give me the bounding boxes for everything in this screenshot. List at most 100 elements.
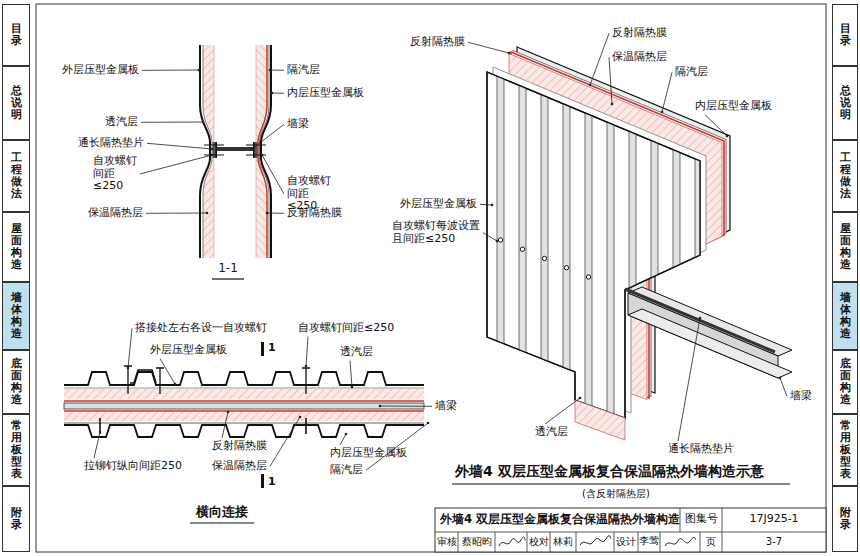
horizontal-section-part (64, 423, 424, 424)
isometric-view-part (452, 483, 790, 484)
part-label: 1 (268, 476, 276, 489)
side-tab: 底面构造 (832, 350, 858, 414)
horizontal-section-part (64, 388, 424, 389)
tab-text: 底面构造 (840, 358, 851, 406)
screw-head (498, 238, 502, 242)
part-label: 透汽层 (340, 346, 373, 359)
leader-dot (699, 317, 702, 320)
part-label: 1 (268, 342, 276, 355)
leader-line (147, 143, 212, 149)
leader-dot (271, 92, 274, 95)
horizontal-section-part (64, 412, 424, 421)
leader-line (590, 33, 609, 85)
side-tab: 常用板型表 (832, 414, 858, 486)
part-label: 反射隔热膜 (287, 207, 342, 220)
section-1-1-part (214, 45, 215, 258)
title-block-part (435, 508, 826, 552)
part-label: 李莺 (639, 536, 659, 547)
horizontal-section-part (64, 425, 424, 437)
leader-dot (589, 84, 592, 87)
part-label: 搭接处左右各设一自攻螺钉 (135, 322, 267, 335)
side-tab: 总说明 (2, 66, 30, 140)
section-1-1-part (212, 278, 244, 279)
side-tab: 工程做法 (2, 140, 30, 212)
tab-text: 附录 (840, 507, 851, 531)
section-1-1-part (256, 45, 271, 258)
leader-dot (211, 154, 214, 157)
leader-line (94, 432, 100, 458)
leader-dot (496, 240, 499, 243)
horizontal-section-part (100, 418, 306, 434)
tab-text: 总说明 (840, 85, 851, 121)
leader-line (468, 42, 509, 53)
leader-dot (427, 422, 430, 425)
horizontal-section-part (261, 342, 264, 356)
leader-line (609, 57, 612, 104)
section-1-1-part (204, 145, 266, 155)
horizontal-section-part (64, 400, 424, 402)
leader-dot (345, 433, 348, 436)
tab-text: 墙体构造 (11, 292, 22, 340)
leader-line (128, 328, 132, 368)
leader-line (272, 93, 284, 94)
isometric-view-part (452, 0, 792, 556)
isometric-view-part (498, 238, 590, 279)
part-label: 透汽层 (535, 426, 568, 439)
part-label: 外层压型金属板 (62, 64, 139, 77)
leader-dot (202, 121, 205, 124)
part-label: 内层压型金属板 (330, 447, 407, 460)
part-label: 隔汽层 (675, 66, 708, 79)
tab-text: 屋面构造 (840, 223, 851, 271)
part-label: 外层压型金属板 (150, 344, 227, 357)
leader-line (262, 155, 284, 194)
horizontal-section-part (190, 522, 254, 523)
horizontal-section-part (64, 403, 424, 409)
part-label: 隔汽层 (330, 464, 363, 477)
screw-head (564, 266, 568, 270)
leader-line (380, 406, 432, 407)
leader-dot (661, 111, 664, 114)
tab-text: 墙体构造 (840, 292, 851, 340)
side-tab: 附录 (832, 486, 858, 552)
side-tab: 目录 (832, 4, 858, 66)
part-label: 内层压型金属板 (695, 100, 772, 113)
leader-dot (261, 154, 264, 157)
part-label: 蔡昭昀 (462, 536, 492, 548)
tab-text: 附录 (11, 507, 22, 531)
leader-line (160, 359, 175, 384)
tab-text: 工程做法 (840, 152, 851, 200)
side-tab: 附录 (2, 486, 30, 552)
section-1-1-part (200, 45, 210, 258)
part-label: 反射隔热膜 (612, 27, 667, 40)
leader-dot (491, 204, 494, 207)
part-label: 自攻螺钉间距≤250 (298, 322, 394, 335)
title-block-title: 外墙4 双层压型金属板复合保温隔热外墙构造 (440, 513, 680, 526)
leader-line (267, 213, 284, 214)
leader-line (780, 378, 787, 396)
part-label: (含反射隔热层) (582, 488, 650, 500)
leader-dot (211, 148, 214, 151)
leader-dot (99, 431, 102, 434)
leader-dot (299, 416, 302, 419)
leader-dot (198, 69, 201, 72)
leader-dot (266, 212, 269, 215)
leader-line (306, 337, 308, 366)
leader-dot (127, 367, 130, 370)
title-block-part (665, 537, 696, 546)
part-label: 页 (706, 536, 716, 548)
leader-dot (174, 383, 177, 386)
section-1-1-part (256, 45, 257, 258)
drawing-frame-part (36, 4, 826, 552)
tab-text: 总说明 (11, 85, 22, 121)
leader-dot (508, 52, 511, 55)
part-label: 外层压型金属板 (400, 198, 477, 211)
side-tab: 常用板型表 (2, 414, 30, 486)
part-label: 隔汽层 (287, 64, 320, 77)
part-label: 林莉 (553, 536, 573, 548)
horizontal-section-part (261, 474, 264, 488)
title-block-part (435, 508, 826, 552)
side-tab: 目录 (2, 4, 30, 66)
section-1-1-part (216, 147, 254, 151)
leader-line (142, 70, 199, 71)
part-label: 3-7 (766, 536, 782, 548)
